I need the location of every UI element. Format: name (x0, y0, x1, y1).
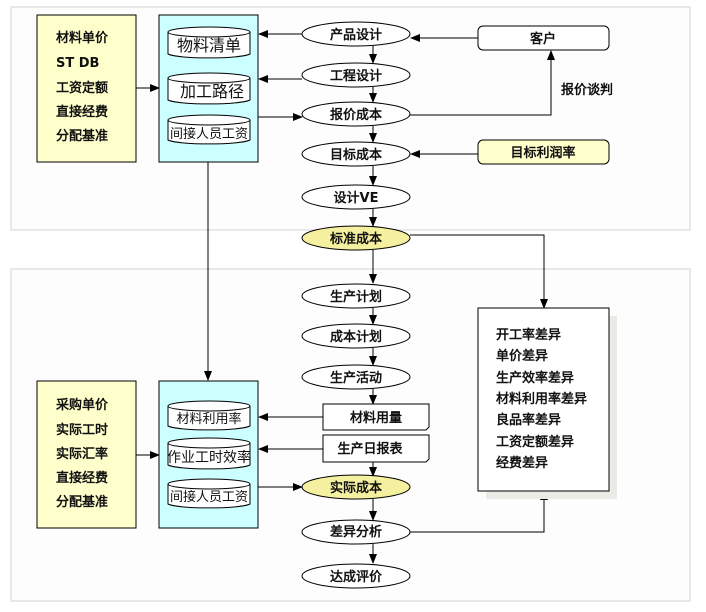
top-input-box: 材料单价 ST DB 工资定额 直接经费 分配基准 (36, 14, 137, 163)
database-cylinder-routing: 加工路径 (167, 72, 251, 105)
database-cylinder-indirect-wages: 间接人员工资 (167, 114, 251, 145)
flow-node-engineering-design: 工程设计 (301, 62, 411, 88)
svg-text:目标利润率: 目标利润率 (510, 145, 575, 161)
variance-item: 单价差异 (496, 348, 548, 364)
document-daily-production-report: 生产日报表 (322, 434, 430, 463)
top-input-item: 直接经费 (56, 104, 108, 120)
variance-item: 生产效率差异 (496, 370, 574, 386)
bottom-input-box: 采购单价 实际工时 实际汇率 直接经费 分配基准 (36, 380, 137, 529)
database-label: 物料清单 (177, 36, 241, 55)
bottom-input-item: 实际工时 (56, 422, 108, 438)
bottom-input-item: 分配基准 (56, 494, 108, 510)
database-label: 材料利用率 (176, 411, 241, 427)
flow-node-product-design: 产品设计 (301, 21, 411, 47)
variance-list-box: 开工率差异 单价差异 生产效率差异 材料利用率差异 良品率差异 工资定额差异 经… (477, 307, 617, 499)
bottom-database-box: 材料利用率 作业工时效率 间接人员工资 (158, 380, 259, 529)
top-input-item: ST DB (56, 56, 99, 71)
top-input-item: 分配基准 (56, 128, 108, 144)
flow-node-actual-cost: 实际成本 (301, 474, 411, 500)
database-label: 加工路径 (180, 82, 244, 101)
bottom-input-item: 实际汇率 (56, 446, 108, 462)
flow-node-design-ve: 设计VE (301, 184, 411, 210)
variance-item: 良品率差异 (496, 412, 561, 428)
variance-item: 经费差异 (496, 455, 548, 471)
flow-node-achievement-evaluation: 达成评价 (301, 563, 411, 589)
flow-node-quote-cost: 报价成本 (301, 101, 411, 127)
svg-text:生产日报表: 生产日报表 (337, 441, 403, 457)
flow-node-standard-cost: 标准成本 (301, 225, 411, 251)
svg-text:实际成本: 实际成本 (330, 480, 382, 496)
variance-item: 开工率差异 (496, 327, 561, 343)
flow-node-production-plan: 生产计划 (301, 283, 411, 309)
bottom-input-item: 采购单价 (55, 397, 109, 413)
flow-node-cost-plan: 成本计划 (301, 323, 411, 349)
database-label: 间接人员工资 (170, 489, 248, 505)
database-cylinder-labor-efficiency: 作业工时效率 (167, 437, 251, 470)
variance-item: 工资定额差异 (496, 434, 574, 450)
svg-text:标准成本: 标准成本 (329, 231, 382, 247)
flow-node-target-cost: 目标成本 (301, 141, 411, 167)
variance-item: 材料利用率差异 (496, 391, 587, 407)
svg-text:差异分析: 差异分析 (330, 524, 382, 540)
svg-text:客户: 客户 (530, 31, 556, 47)
document-material-usage: 材料用量 (322, 403, 430, 431)
database-cylinder-material-utilization: 材料利用率 (167, 400, 251, 431)
top-database-box: 物料清单 加工路径 间接人员工资 (158, 14, 259, 163)
customer-box: 客户 (477, 25, 610, 51)
database-cylinder-indirect-wages: 间接人员工资 (167, 478, 251, 509)
top-input-item: 工资定额 (56, 80, 108, 96)
database-label: 作业工时效率 (167, 449, 251, 466)
top-input-item: 材料单价 (56, 30, 109, 46)
svg-text:成本计划: 成本计划 (330, 329, 382, 345)
svg-text:生产活动: 生产活动 (330, 370, 382, 386)
svg-text:报价成本: 报价成本 (330, 107, 382, 123)
negotiation-label: 报价谈判 (561, 82, 613, 98)
database-cylinder-bom: 物料清单 (167, 26, 251, 59)
target-profit-box: 目标利润率 (477, 139, 610, 165)
svg-text:达成评价: 达成评价 (330, 569, 383, 585)
svg-text:材料用量: 材料用量 (350, 410, 402, 426)
flow-node-variance-analysis: 差异分析 (301, 519, 411, 545)
svg-text:生产计划: 生产计划 (330, 289, 382, 305)
database-label: 间接人员工资 (170, 126, 248, 142)
flow-node-production-activity: 生产活动 (301, 364, 411, 390)
bottom-input-item: 直接经费 (56, 470, 108, 486)
svg-text:工程设计: 工程设计 (330, 68, 382, 84)
svg-text:目标成本: 目标成本 (330, 147, 382, 163)
svg-text:产品设计: 产品设计 (330, 27, 382, 43)
svg-text:设计VE: 设计VE (334, 190, 379, 206)
